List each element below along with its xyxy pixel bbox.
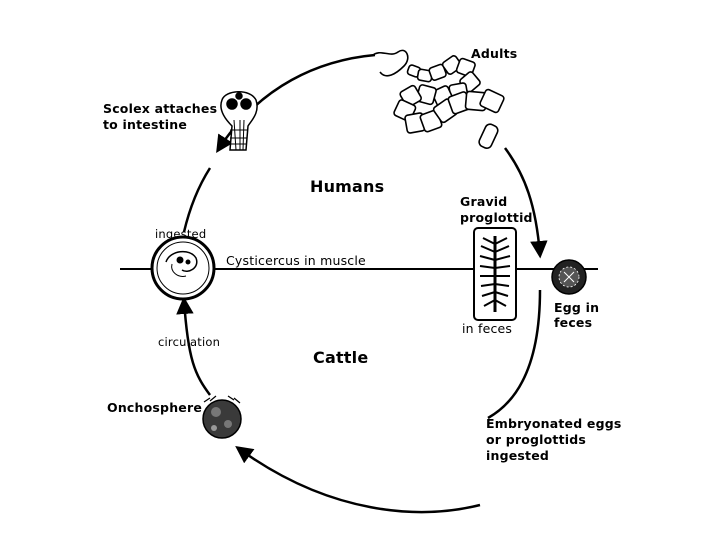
gravid-proglottid-icon: [473, 227, 517, 321]
label-ingested: ingested: [155, 227, 207, 241]
cysticercus-icon: [150, 235, 216, 301]
label-host-cattle: Cattle: [313, 348, 369, 367]
label-embryonated-line2: or proglottids: [486, 432, 587, 447]
label-adults: Adults: [471, 46, 518, 61]
onchosphere-icon: [202, 395, 242, 439]
label-gravid-line2: proglottid: [460, 210, 533, 225]
adult-tapeworm-icon: [371, 49, 505, 149]
scolex-icon: [220, 91, 258, 151]
arc-onchosphere-to-circulation: [176, 296, 212, 396]
label-embryonated-line3: ingested: [486, 448, 550, 463]
arc-right-cattle: [487, 289, 542, 420]
label-embryonated-line1: Embryonated eggs: [486, 416, 622, 431]
label-scolex-line2: to intestine: [103, 117, 188, 132]
egg-icon: [551, 259, 587, 295]
label-gravid-line1: Gravid: [460, 194, 508, 209]
label-scolex-line1: Scolex attaches: [103, 101, 218, 116]
arc-scolex-to-ingested: [182, 167, 212, 233]
label-circulation: circulation: [158, 335, 221, 349]
arc-bottom: [235, 445, 481, 514]
label-onchosphere: Onchosphere: [107, 400, 203, 415]
label-in-feces: in feces: [462, 321, 513, 336]
arc-right-humans: [503, 147, 548, 259]
label-egg-line2: feces: [554, 315, 593, 330]
label-cysticercus: Cysticercus in muscle: [226, 253, 366, 268]
label-host-humans: Humans: [310, 177, 385, 196]
label-egg-line1: Egg in: [554, 300, 600, 315]
